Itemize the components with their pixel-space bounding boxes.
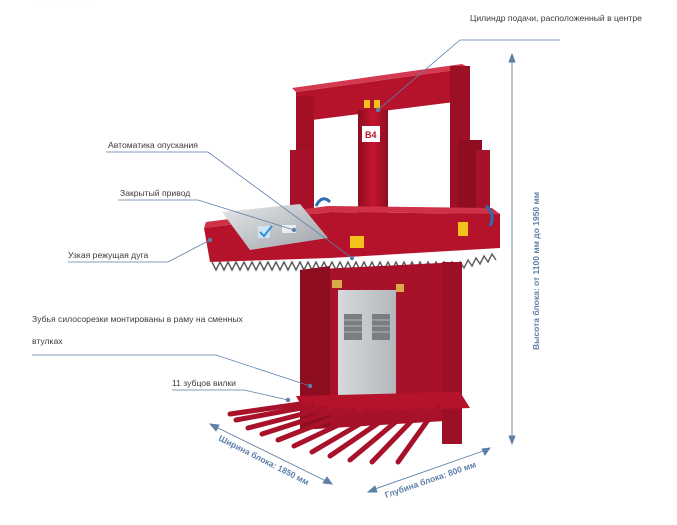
leader-lines [32, 39, 560, 403]
callout-feed-cylinder: Цилиндр подачи, расположенный в центре [470, 13, 642, 23]
brand-badge-bg [362, 126, 380, 142]
fork [227, 392, 470, 465]
callout-fork-teeth: 11 зубцов вилки [172, 378, 236, 388]
fork-teeth [227, 401, 441, 465]
height-dimension-label: Высота блока: от 1100 мм до 1950 мм [531, 192, 541, 350]
brand-badge: B4 [365, 130, 377, 140]
depth-dimension-label: Глубина блока: 800 мм [383, 459, 477, 500]
callout-teeth-mount: Зубья силосорезки монтированы в раму на … [32, 314, 243, 346]
lower-body [300, 262, 462, 444]
callout-closed-drive: Закрытый привод [120, 188, 191, 198]
warning-label [350, 236, 364, 248]
header-mark: · · · · · · · · [34, 4, 92, 10]
width-dimension-label: Ширина блока: 1850 мм [217, 433, 311, 487]
top-frame: B4 [292, 64, 470, 220]
dimension-lines [208, 52, 516, 493]
callout-auto-lowering: Автоматика опускания [108, 140, 198, 150]
center-door [338, 290, 396, 398]
warning-label-2 [458, 222, 468, 236]
callout-narrow-arc: Узкая режущая дуга [68, 250, 149, 260]
